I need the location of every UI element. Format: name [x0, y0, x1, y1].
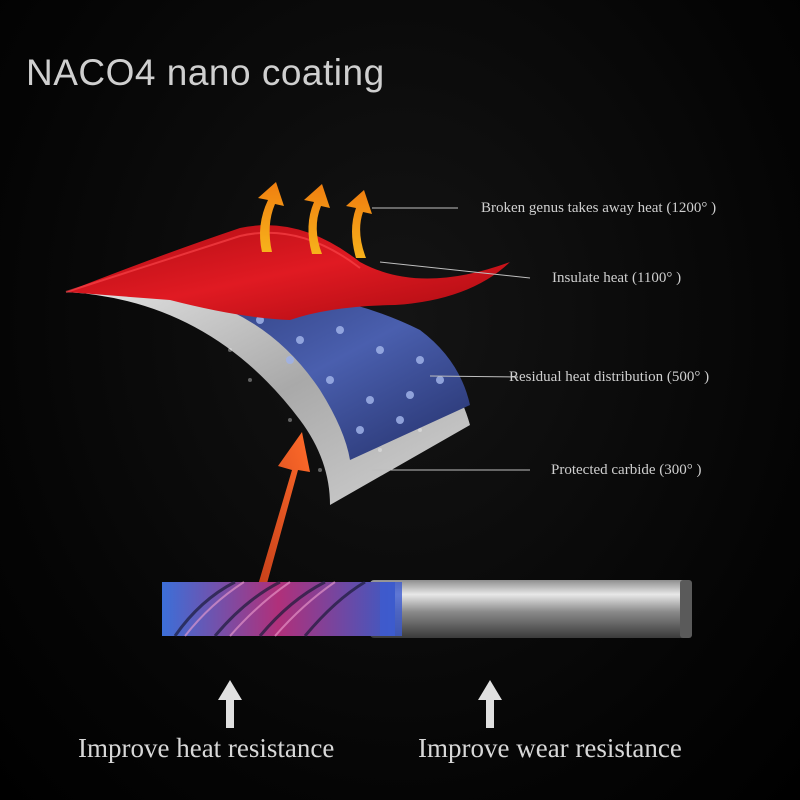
layer-label-500: Residual heat distribution (500° ) [509, 369, 710, 385]
heat-arrows [258, 182, 372, 258]
end-mill-tool [162, 580, 692, 638]
up-arrow-right [478, 680, 502, 728]
pointer-arrow [258, 432, 310, 587]
layer-label-1100: Insulate heat (1100° ) [552, 270, 682, 286]
heat-resistance-label: Improve heat resistance [78, 733, 335, 763]
leader-lines [372, 207, 531, 471]
up-arrow-left [218, 680, 242, 728]
layer-label-300: Protected carbide (300° ) [551, 462, 702, 478]
red-layer [66, 225, 510, 320]
layer-label-1200: Broken genus takes away heat (1200° ) [481, 200, 717, 216]
page-title: NACO4 nano coating [26, 52, 385, 93]
nano-layer [150, 288, 470, 460]
molecule-pattern [256, 316, 444, 434]
wear-resistance-label: Improve wear resistance [418, 733, 682, 763]
